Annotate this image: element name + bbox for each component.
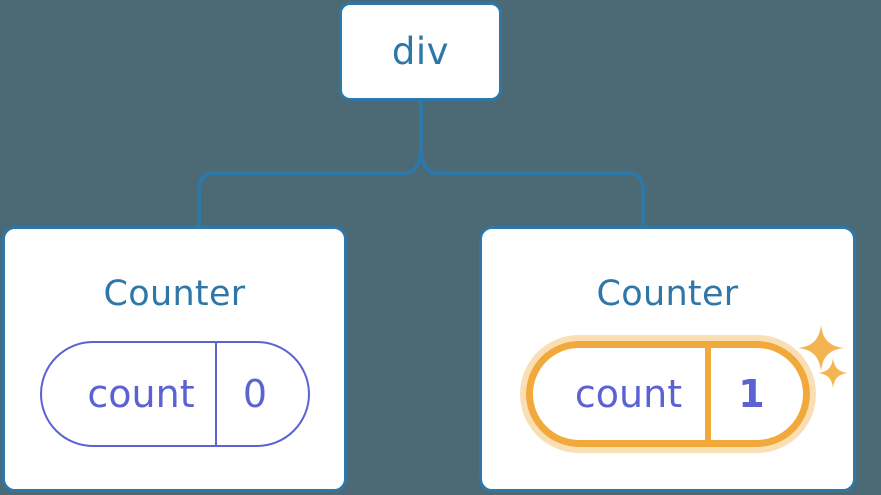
state-pill-highlighted[interactable]: count 1 <box>525 341 810 447</box>
state-pill-container: count 1 <box>482 341 853 447</box>
node-counter-right[interactable]: Counter count 1 <box>479 226 856 492</box>
state-key: count <box>533 348 711 440</box>
state-pill-container: count 0 <box>5 341 344 447</box>
node-root-label: div <box>391 30 450 73</box>
state-value: 1 <box>738 372 765 416</box>
state-pill[interactable]: count 0 <box>39 341 310 447</box>
state-value: 0 <box>242 372 268 416</box>
connector-branch-left <box>197 144 423 228</box>
node-root-div[interactable]: div <box>339 2 502 101</box>
node-title: Counter <box>596 274 739 314</box>
node-title: Counter <box>103 274 246 314</box>
connector-branch-right <box>419 144 645 228</box>
state-key: count <box>42 343 217 445</box>
node-counter-left[interactable]: Counter count 0 <box>2 226 347 492</box>
